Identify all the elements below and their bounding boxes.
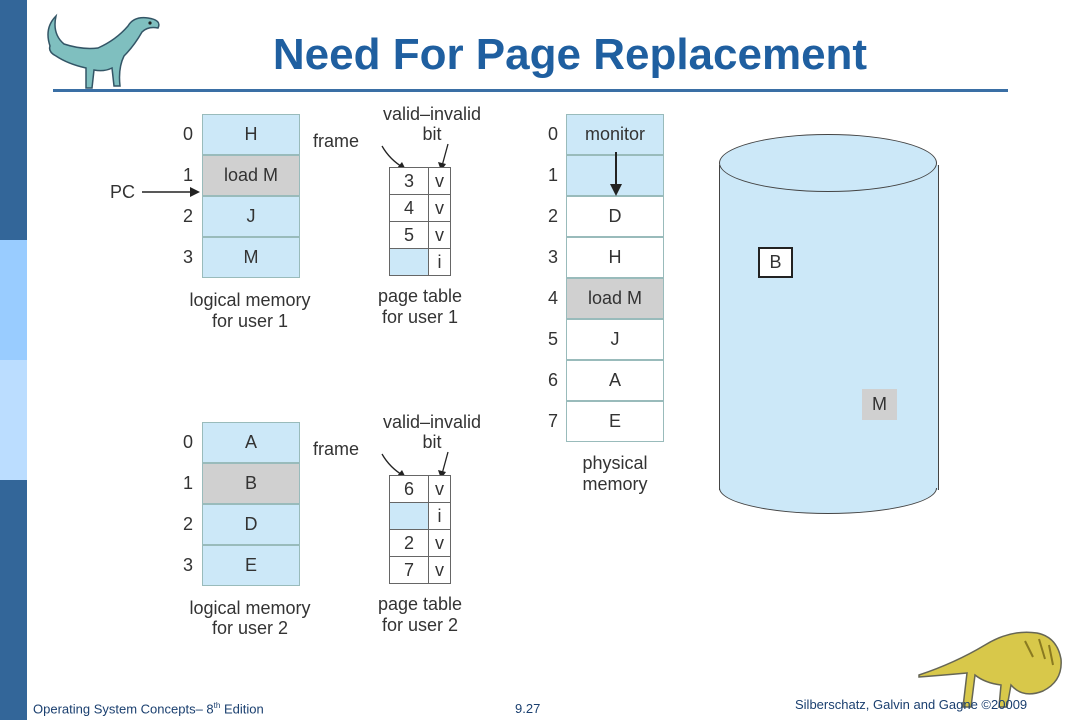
u1-pt-bit-0: v	[428, 167, 451, 195]
u1-pt-frame-3	[389, 248, 429, 276]
phys-index-4: 4	[543, 288, 563, 309]
u2-pt-bit-0: v	[428, 475, 451, 503]
u1-logical-caption-1: logical memory	[170, 290, 330, 310]
u1-page-2: J	[202, 196, 300, 237]
u1-pt-frame-2: 5	[389, 221, 429, 249]
phys-frame-0: monitor	[566, 114, 664, 155]
u1-pt-frame-1: 4	[389, 194, 429, 222]
u1-page-0: H	[202, 114, 300, 155]
u2-frame-label: frame	[313, 439, 359, 459]
phys-caption-2: memory	[555, 474, 675, 494]
u2-pt-caption-2: for user 2	[350, 615, 490, 635]
u1-index-0: 0	[178, 124, 198, 145]
u1-index-2: 2	[178, 206, 198, 227]
phys-frame-4: load M	[566, 278, 664, 319]
phys-index-5: 5	[543, 329, 563, 350]
phys-index-3: 3	[543, 247, 563, 268]
u2-pt-frame-2: 2	[389, 529, 429, 557]
u2-valid-invalid-label: valid–invalid	[362, 412, 502, 432]
u1-index-1: 1	[178, 165, 198, 186]
disk-cylinder-body	[719, 165, 939, 490]
phys-index-2: 2	[543, 206, 563, 227]
u2-logical-caption-2: for user 2	[170, 618, 330, 638]
dinosaur-logo-top	[38, 6, 168, 96]
u1-frame-label: frame	[313, 131, 359, 151]
u1-index-3: 3	[178, 247, 198, 268]
u2-pt-bit-3: v	[428, 556, 451, 584]
u2-index-2: 2	[178, 514, 198, 535]
u1-pt-frame-0: 3	[389, 167, 429, 195]
title-divider	[53, 89, 1008, 92]
u1-logical-caption-2: for user 1	[170, 311, 330, 331]
disk-cylinder-top	[719, 134, 937, 192]
phys-index-0: 0	[543, 124, 563, 145]
u2-pt-frame-3: 7	[389, 556, 429, 584]
u2-pt-frame-1	[389, 502, 429, 530]
footer-book-title: Operating System Concepts– 8th Edition	[33, 701, 264, 716]
footer-page-number: 9.27	[515, 701, 540, 716]
disk-page-b: B	[758, 247, 793, 278]
phys-index-1: 1	[543, 165, 563, 186]
phys-index-7: 7	[543, 411, 563, 432]
u2-index-1: 1	[178, 473, 198, 494]
u1-pt-bit-2: v	[428, 221, 451, 249]
sidebar-accent-2	[0, 360, 27, 480]
u1-pt-bit-1: v	[428, 194, 451, 222]
pc-label: PC	[110, 182, 135, 202]
phys-frame-6: A	[566, 360, 664, 401]
disk-page-m: M	[862, 389, 897, 420]
u2-pt-caption-1: page table	[350, 594, 490, 614]
u2-index-3: 3	[178, 555, 198, 576]
u2-page-3: E	[202, 545, 300, 586]
u1-pt-caption-2: for user 1	[350, 307, 490, 327]
u2-index-0: 0	[178, 432, 198, 453]
phys-frame-7: E	[566, 401, 664, 442]
u2-page-1: B	[202, 463, 300, 504]
footer-copyright: Silberschatz, Galvin and Gagne ©20009	[795, 697, 1027, 712]
monitor-down-arrow-icon	[606, 152, 626, 198]
u1-page-1: load M	[202, 155, 300, 196]
phys-caption-1: physical	[555, 453, 675, 473]
phys-frame-5: J	[566, 319, 664, 360]
phys-index-6: 6	[543, 370, 563, 391]
pc-arrow-icon	[142, 184, 202, 200]
slide-title: Need For Page Replacement	[200, 30, 940, 80]
u2-pt-bit-2: v	[428, 529, 451, 557]
u2-page-2: D	[202, 504, 300, 545]
footer-book-title-text: Operating System Concepts– 8	[33, 701, 214, 716]
u2-pt-bit-1: i	[428, 502, 451, 530]
phys-frame-3: H	[566, 237, 664, 278]
u2-logical-caption-1: logical memory	[170, 598, 330, 618]
sidebar-accent-1	[0, 240, 27, 360]
u1-page-3: M	[202, 237, 300, 278]
footer-edition-text: Edition	[220, 701, 263, 716]
u2-page-0: A	[202, 422, 300, 463]
phys-frame-2: D	[566, 196, 664, 237]
u1-valid-invalid-label: valid–invalid	[362, 104, 502, 124]
u2-pt-frame-0: 6	[389, 475, 429, 503]
u1-pt-caption-1: page table	[350, 286, 490, 306]
u1-pt-bit-3: i	[428, 248, 451, 276]
